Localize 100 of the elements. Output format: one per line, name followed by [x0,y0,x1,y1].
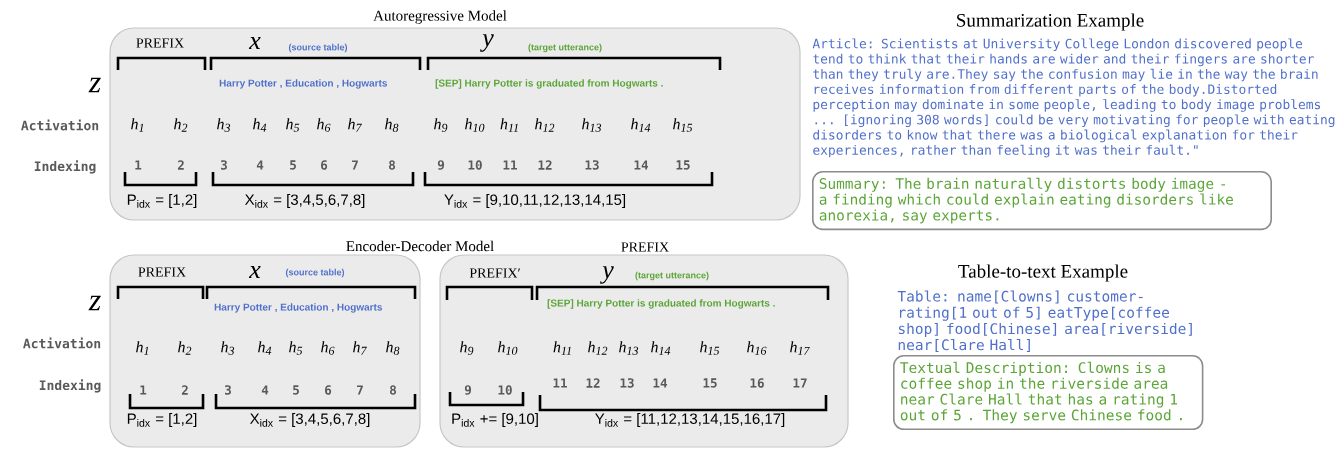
index-number: 16 [750,378,764,388]
index-number: 6 [325,385,332,395]
index-number: 8 [390,385,397,395]
index-number: 15 [676,160,690,170]
activation-symbol: h$_{8}$ [386,341,400,355]
activation-symbol: h$_{6}$ [317,118,331,132]
activation-symbol: h$_{11}$ [500,118,518,132]
index-number: 3 [221,160,227,170]
prefix-label: PREFIX′ [469,268,520,278]
activation-symbol: h$_{5}$ [289,341,303,355]
index-number: 14 [634,160,649,170]
row-label: Activation [23,337,101,349]
activation-symbol: h$_{14}$ [651,341,671,355]
index-formula: P$_{idx}$ = [1,2] [127,194,197,208]
index-number: 13 [585,160,599,170]
activation-symbol: h$_{7}$ [353,341,367,355]
index-formula: P$_{idx}$ = [1,2] [127,413,197,427]
activation-symbol: h$_{13}$ [582,118,602,132]
activation-symbol: h$_{11}$ [553,341,571,355]
index-formula: P$_{idx}$ += [9,10] [452,413,538,427]
token-sequence: Harry Potter , Education , Hogwarts [214,303,382,313]
model-title: Encoder-Decoder Model [346,240,494,252]
prefix-label: PREFIX [138,267,186,277]
article-text: Article: Scientists at University College London discovered people tend to think that their hands are wider and their fingers are shorter than they truly are.They say the confusion may lie in the way the brain receives information from different parts of the body.Distorted perception may dominate in some people, leading to body image problems ... [ignoring 308 words] could be very motivating for people with eating disorders to know that there was a biological explanation for their experiences, rather than feeling it was their fault." [812,38,1335,158]
index-number: 12 [586,378,600,388]
activation-symbol: h$_{1}$ [131,118,144,132]
variable-symbol: x [248,37,261,49]
index-number: 3 [225,385,231,395]
variable-symbol: y [480,34,494,52]
index-number: 11 [503,160,517,170]
index-number: 4 [261,385,269,395]
index-number: 1 [135,160,142,170]
activation-symbol: h$_{14}$ [631,118,651,132]
token-sequence: [SEP] Harry Potter is graduated from Hogwarts . [547,299,775,309]
row-label: Indexing [39,379,101,393]
annotation: (source table) [288,43,348,53]
activation-symbol: h$_{6}$ [321,341,335,355]
description-box: Textual Description: Clowns is a coffee shop in the riverside area near Clare Hall that has a rating 1 out of 5 . They serve Chinese food . [893,355,1204,431]
activation-symbol: h$_{13}$ [619,341,639,355]
index-number: 1 [140,385,147,395]
index-number: 9 [464,385,471,395]
index-number: 7 [352,160,358,170]
variable-symbol: x [248,266,261,278]
row-label: Indexing [34,160,96,174]
index-number: 14 [653,378,668,388]
index-formula: Y$_{idx}$ = [9,10,11,12,13,14,15] [444,194,626,208]
row-label: Activation [21,119,99,131]
activation-symbol: h$_{3}$ [221,341,235,355]
index-number: 5 [290,160,296,170]
index-number: 10 [498,385,512,395]
annotation: (target utterance) [635,271,709,281]
index-number: 12 [538,160,552,170]
example-title: Table-to-text Example [958,264,1128,282]
index-number: 2 [177,160,184,170]
activation-symbol: h$_{4}$ [258,341,272,355]
activation-symbol: h$_{2}$ [174,118,188,132]
activation-symbol: h$_{7}$ [348,118,362,132]
index-number: 2 [181,385,188,395]
activation-symbol: h$_{4}$ [253,118,267,132]
activation-symbol: h$_{10}$ [498,341,518,355]
annotation: (target utterance) [528,43,602,53]
variable-symbol: z [88,77,101,93]
prefix-label: PREFIX [621,242,669,252]
activation-symbol: h$_{5}$ [286,118,300,132]
index-formula: X$_{idx}$ = [3,4,5,6,7,8] [250,413,370,427]
model-title: Autoregressive Model [373,10,507,24]
annotation: (source table) [285,268,345,278]
activation-symbol: h$_{2}$ [178,341,192,355]
index-formula: X$_{idx}$ = [3,4,5,6,7,8] [245,194,365,208]
index-number: 5 [293,385,299,395]
activation-symbol: h$_{16}$ [747,341,767,355]
index-number: 6 [321,160,328,170]
variable-symbol: y [600,266,614,284]
summary-box: Summary: The brain naturally distorts body image - a finding which could explain eating disorders like anorexia, say experts. [812,171,1272,231]
token-sequence: [SEP] Harry Potter is graduated from Hogwarts . [435,79,663,89]
activation-symbol: h$_{12}$ [588,341,608,355]
index-formula: Y$_{idx}$ = [11,12,13,14,15,16,17] [595,413,785,427]
index-number: 17 [793,378,807,388]
index-number: 8 [389,160,396,170]
activation-symbol: h$_{15}$ [673,118,693,132]
activation-symbol: h$_{3}$ [217,118,231,132]
token-sequence: Harry Potter , Education , Hogwarts [219,79,387,89]
prefix-label: PREFIX [136,38,184,48]
activation-symbol: h$_{17}$ [790,341,810,355]
index-number: 15 [703,378,717,388]
index-number: 9 [437,160,444,170]
index-number: 4 [256,160,264,170]
example-title: Summarization Example [957,13,1144,31]
index-number: 7 [357,385,363,395]
activation-symbol: h$_{8}$ [385,118,399,132]
index-number: 13 [620,378,634,388]
activation-symbol: h$_{9}$ [460,341,474,355]
activation-symbol: h$_{1}$ [136,341,149,355]
index-number: 11 [553,378,567,388]
variable-symbol: z [88,295,101,311]
activation-symbol: h$_{12}$ [535,118,555,132]
activation-symbol: h$_{9}$ [434,118,448,132]
index-number: 10 [468,160,482,170]
activation-symbol: h$_{10}$ [465,118,485,132]
activation-symbol: h$_{15}$ [700,341,720,355]
